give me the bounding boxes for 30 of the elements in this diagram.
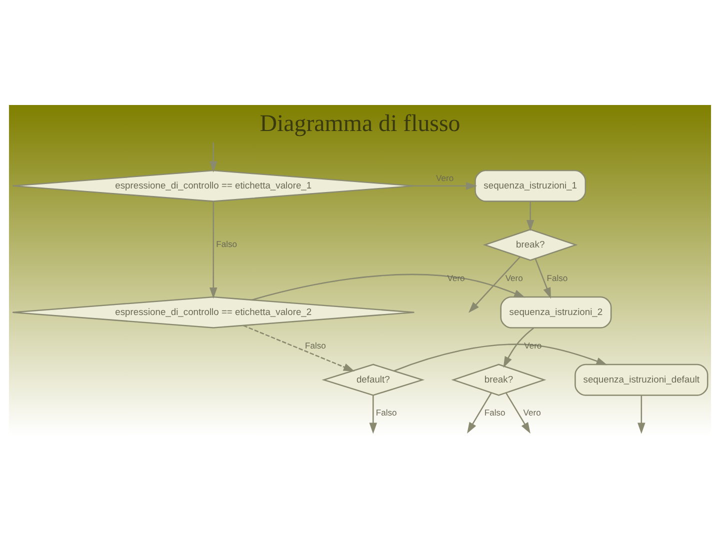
node-box: sequenza_istruzioni_2 — [500, 296, 612, 328]
arrow — [210, 200, 218, 298]
arrow — [505, 392, 530, 434]
arrow — [468, 256, 521, 312]
arrow — [414, 182, 478, 190]
edge-label: Vero — [523, 407, 541, 418]
edge-label: Falso — [376, 407, 397, 418]
arrow — [210, 142, 218, 172]
edge-label: Falso — [546, 272, 568, 282]
arrow — [394, 343, 608, 371]
node-box: sequenza_istruzioni_default — [574, 363, 708, 396]
node-diamond: espressione_di_controllo == etichetta_valore_1 — [12, 169, 415, 202]
edge-label: Falso — [216, 238, 238, 249]
arrow — [369, 394, 378, 434]
edge-label: Falso — [484, 407, 506, 418]
node-box: sequenza_istruzioni_1 — [474, 169, 586, 202]
arrow — [252, 273, 526, 300]
diagram-title: Diagramma di flusso — [260, 110, 460, 136]
arrow — [526, 201, 534, 231]
edge-label: Vero — [447, 272, 465, 282]
arrow — [534, 258, 551, 298]
arrow — [638, 394, 646, 434]
arrow — [243, 324, 355, 371]
edge-label: Falso — [305, 340, 326, 350]
node-diamond: break? — [451, 363, 546, 396]
edge-label: Vero — [505, 272, 523, 282]
node-diamond: espressione_di_controllo == etichetta_valore_2 — [12, 296, 415, 328]
node-diamond: break? — [482, 228, 578, 260]
arrow — [467, 392, 492, 433]
arrow — [503, 326, 534, 368]
